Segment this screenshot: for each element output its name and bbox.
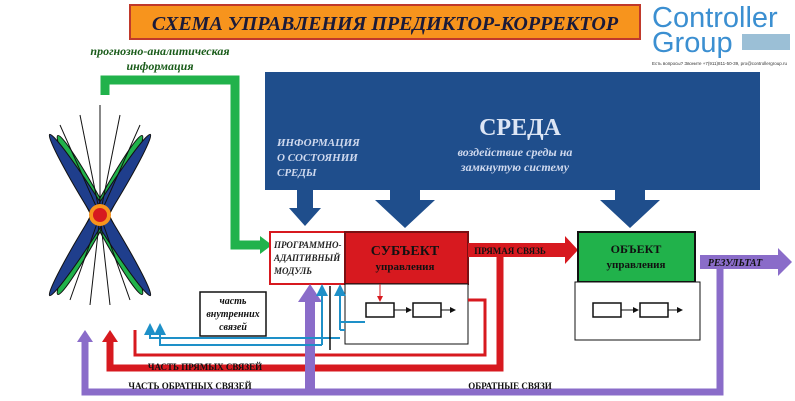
forecast-label-2: информация (126, 59, 193, 73)
object-text-2: управления (607, 259, 666, 271)
environment-title: СРЕДА (479, 115, 562, 141)
feedback-line (81, 269, 724, 396)
internal-text-2: внутренних (206, 309, 259, 320)
part-direct-label: ЧАСТЬ ПРЯМЫХ СВЯЗЕЙ (148, 362, 262, 372)
subject-inner (344, 283, 469, 345)
logo-line1: Controller (652, 2, 778, 34)
subject-text-1: СУБЪЕКТ (371, 244, 440, 259)
logo-line2: Group (652, 27, 733, 59)
internal-text-1: часть (219, 296, 246, 307)
direct-link-arrow (468, 236, 578, 264)
state-text-2: О СОСТОЯНИИ (277, 152, 358, 164)
object-text-1: ОБЪЕКТ (611, 242, 662, 256)
forecast-label-1: прогнозно-аналитическая (90, 44, 229, 58)
module-text-2: АДАПТИВНЫЙ (273, 253, 341, 263)
logo: Controller Group Есть вопросы? Звоните +… (652, 2, 790, 66)
feedback-label: ОБРАТНЫЕ СВЯЗИ (468, 381, 551, 391)
impact-text-2: замкнутую систему (460, 160, 570, 174)
impact-arrow-subject (375, 190, 435, 228)
title-banner: СХЕМА УПРАВЛЕНИЯ ПРЕДИКТОР-КОРРЕКТОР (129, 4, 641, 40)
forecast-fan (48, 105, 152, 306)
subject-box (344, 231, 469, 285)
state-text-1: ИНФОРМАЦИЯ (276, 137, 360, 149)
logo-pattern (742, 34, 790, 50)
part-feedback-label: ЧАСТЬ ОБРАТНЫХ СВЯЗЕЙ (128, 381, 251, 391)
result-label: РЕЗУЛЬТАТ (708, 258, 763, 269)
internal-text-3: связей (219, 322, 247, 333)
impact-arrow-object (600, 190, 660, 228)
state-arrow (289, 190, 321, 226)
module-box (269, 231, 346, 285)
object-box (577, 231, 696, 283)
logo-contact: Есть вопросы? Звоните +7(911)811-50-39, … (652, 61, 788, 66)
direct-link-label: ПРЯМАЯ СВЯЗЬ (474, 246, 546, 256)
state-text-3: СРЕДЫ (277, 167, 317, 179)
internal-links-box (199, 291, 267, 337)
subject-text-2: управления (376, 261, 435, 273)
title-text: СХЕМА УПРАВЛЕНИЯ ПРЕДИКТОР-КОРРЕКТОР (152, 13, 619, 35)
module-text-1: ПРОГРАММНО- (273, 240, 342, 250)
impact-text-1: воздействие среды на (458, 145, 573, 159)
forecast-arrow (100, 75, 262, 250)
module-text-3: МОДУЛЬ (273, 266, 312, 276)
environment-block: СРЕДА воздействие среды на замкнутую сис… (265, 72, 760, 228)
